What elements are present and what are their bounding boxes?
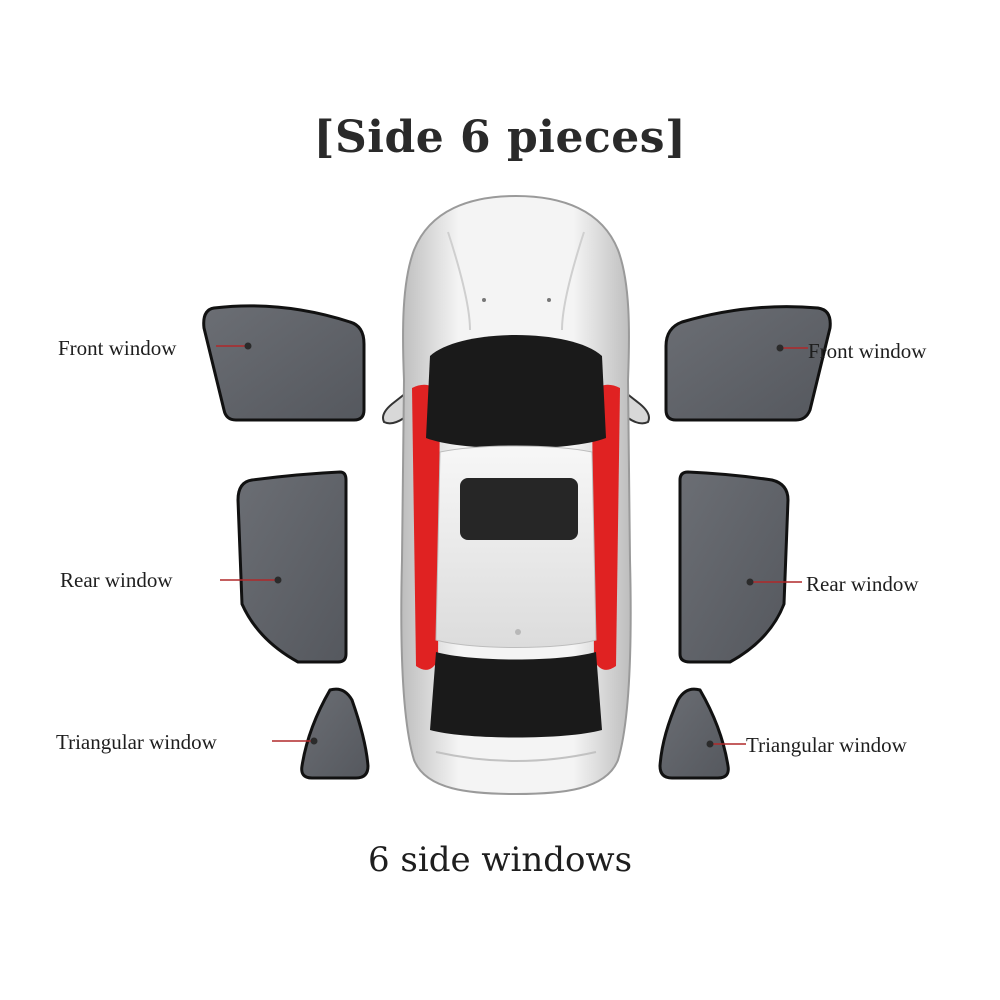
label-left-rear-window: Rear window: [60, 568, 173, 592]
right-red-side: [592, 384, 620, 670]
label-right-front-window: Front window: [808, 339, 927, 363]
roof: [435, 445, 597, 648]
sunroof: [460, 478, 578, 540]
rear-glass: [430, 652, 602, 738]
car-top-view: [382, 194, 650, 796]
label-right-rear-window: Rear window: [806, 572, 919, 596]
diagram-title: [Side 6 pieces]: [313, 112, 687, 163]
label-right-triangular-window: Triangular window: [746, 733, 907, 757]
label-left-front-window: Front window: [58, 336, 177, 360]
shade-right-rear: [678, 470, 790, 664]
shade-right-triangular: [658, 687, 730, 780]
shade-left-triangular: [300, 687, 370, 780]
leader-lines: [216, 342, 808, 748]
shade-right-front: [664, 305, 832, 422]
shade-left-front: [202, 304, 366, 422]
shade-left-rear: [236, 470, 348, 664]
windshield: [426, 335, 606, 449]
diagram-subtitle: 6 side windows: [367, 840, 633, 880]
left-red-side: [412, 384, 440, 670]
label-left-triangular-window: Triangular window: [56, 730, 217, 754]
